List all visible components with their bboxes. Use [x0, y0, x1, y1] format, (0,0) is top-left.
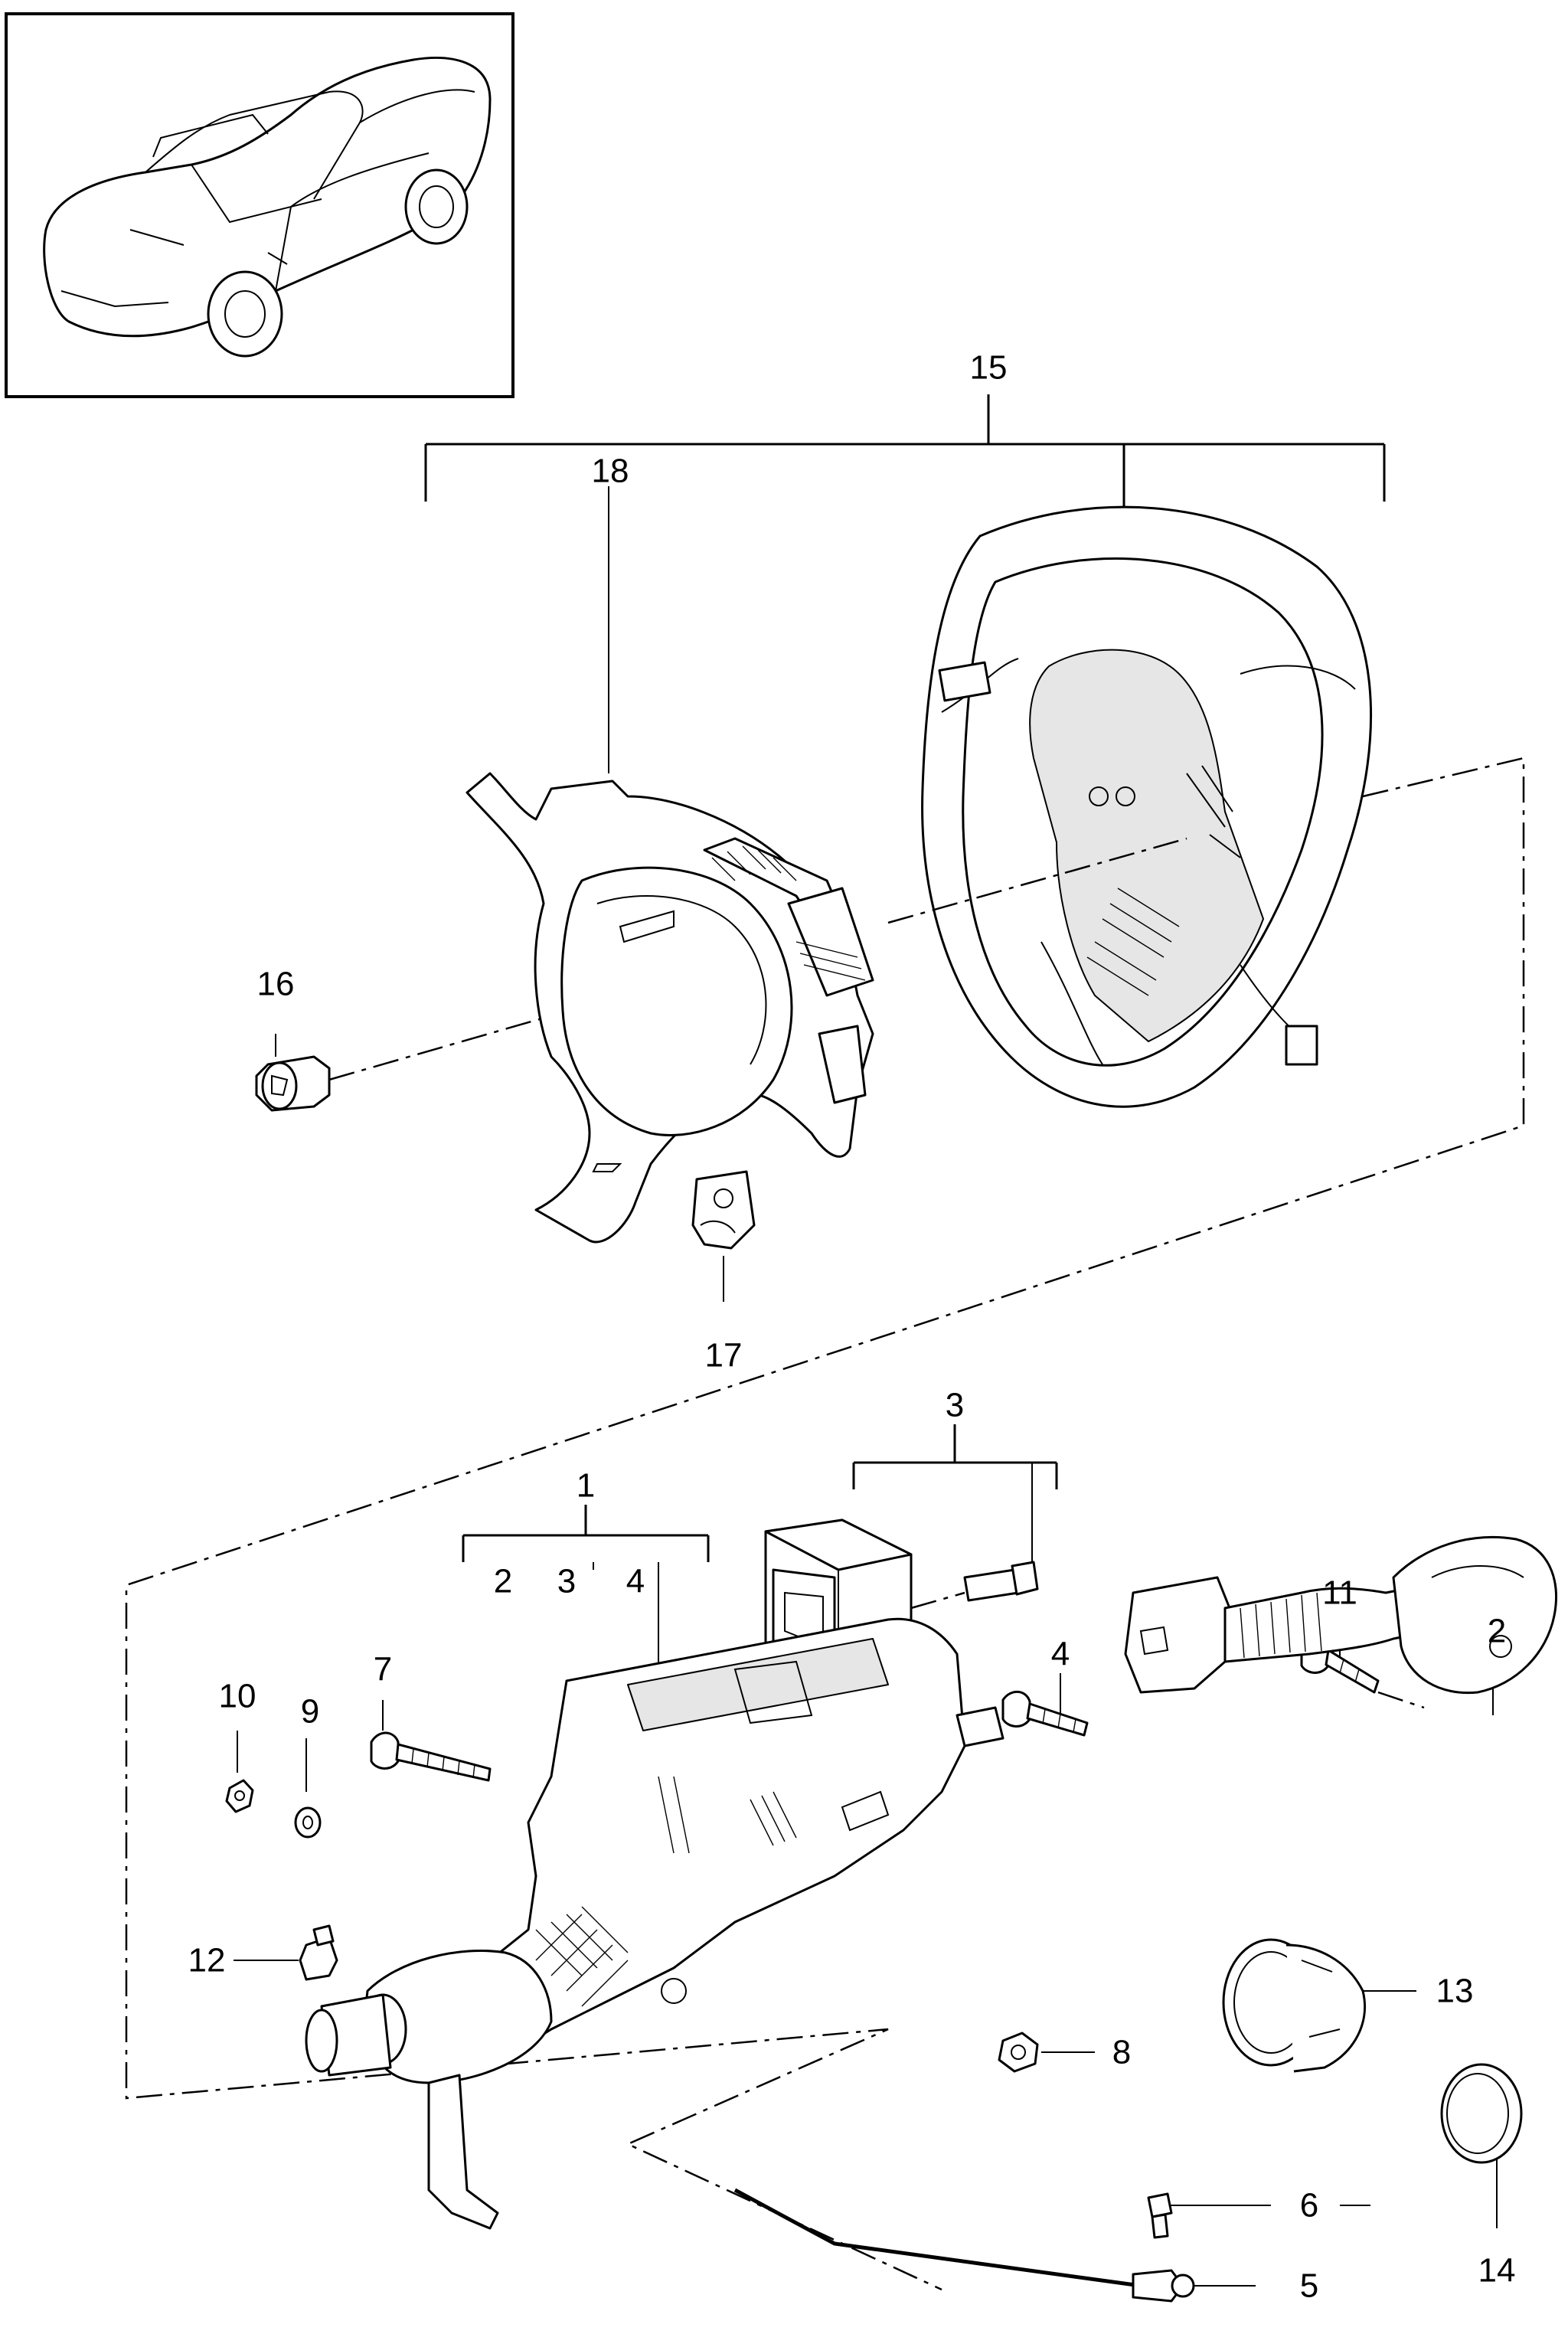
callout-3-group: 3 — [946, 1387, 964, 1424]
callout-4: 4 — [1051, 1636, 1070, 1673]
callout-3-sub: 3 — [557, 1563, 576, 1600]
bracket-15 — [424, 394, 1386, 528]
callout-2: 2 — [1488, 1613, 1506, 1650]
screw-16 — [255, 1034, 331, 1112]
vehicle-thumbnail — [5, 12, 514, 398]
grommet-13 — [1222, 1938, 1367, 2073]
callout-labels: 15 18 16 17 3 1 2 3 4 11 2 4 7 10 9 12 1… — [188, 349, 1516, 2305]
callout-7: 7 — [374, 1651, 392, 1688]
callout-18: 18 — [592, 453, 629, 490]
bracket-1 — [462, 1505, 710, 1562]
ground-cable — [733, 2188, 1195, 2303]
callout-17: 17 — [705, 1337, 743, 1375]
callout-13: 13 — [1436, 1973, 1474, 2010]
callout-6: 6 — [1300, 2187, 1318, 2224]
callout-14: 14 — [1478, 2252, 1516, 2290]
callout-11: 11 — [1322, 1574, 1357, 1612]
roadster-car-illustration — [43, 57, 492, 358]
steering-wheel — [921, 505, 1372, 1108]
callout-12: 12 — [188, 1942, 226, 1979]
fasteners — [225, 1636, 1380, 2073]
callout-9: 9 — [301, 1693, 319, 1731]
clip-17 — [691, 1170, 756, 1302]
callout-15: 15 — [970, 349, 1008, 387]
callout-10: 10 — [219, 1678, 256, 1715]
steering-column-trim — [466, 772, 874, 1244]
callout-5: 5 — [1300, 2267, 1318, 2305]
bracket-3 — [852, 1424, 1058, 1562]
callout-8: 8 — [1112, 2034, 1131, 2071]
callout-2-sub: 2 — [494, 1563, 512, 1600]
callout-1: 1 — [577, 1467, 595, 1505]
callout-16: 16 — [257, 966, 295, 1003]
intermediate-shaft — [1124, 1536, 1558, 1709]
cover-14 — [1440, 2063, 1523, 2164]
callout-4-sub: 4 — [626, 1563, 645, 1600]
screw-control-unit — [910, 1561, 1039, 1610]
steering-column — [305, 1617, 1004, 2230]
